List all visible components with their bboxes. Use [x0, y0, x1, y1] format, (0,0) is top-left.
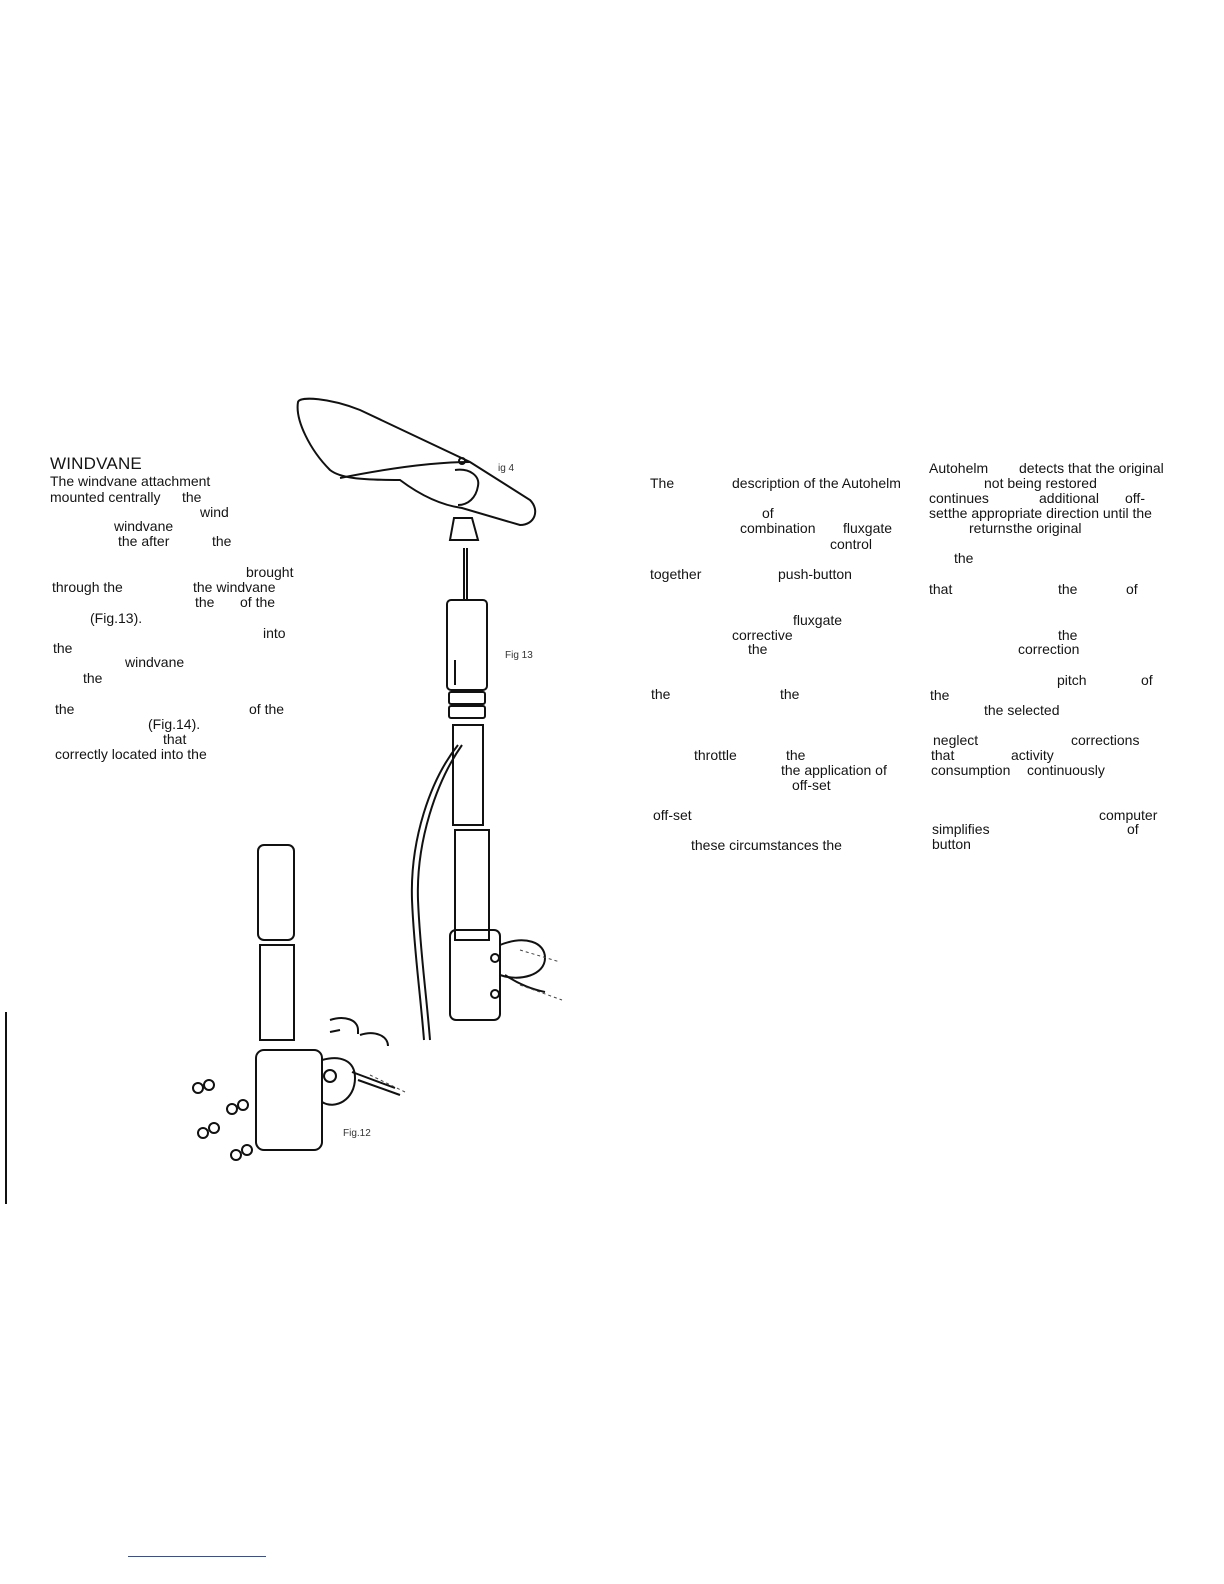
body-text: (Fig.13). — [90, 610, 143, 626]
middle-tube — [452, 724, 484, 826]
body-text: simplifies — [932, 821, 990, 837]
body-text: the — [786, 747, 806, 763]
body-text: corrective — [732, 627, 793, 643]
body-text: (Fig.14). — [148, 716, 201, 732]
body-text: the selected — [984, 702, 1060, 718]
body-text: throttle — [694, 747, 737, 763]
lower-tube — [454, 829, 490, 941]
body-text: the application of — [781, 762, 887, 778]
body-text: the — [780, 686, 800, 702]
body-text: brought — [246, 564, 294, 580]
body-text: mounted centrally — [50, 489, 161, 505]
figure-label-14: ig 4 — [498, 463, 515, 474]
margin-rule — [5, 1012, 7, 1204]
vane-cap — [448, 517, 480, 541]
body-text: the — [53, 640, 73, 656]
body-text: corrections — [1071, 732, 1140, 748]
body-text: detects that the original — [1019, 460, 1164, 476]
body-text: of — [1126, 581, 1138, 597]
body-text: the — [195, 594, 215, 610]
fig12-tube — [257, 844, 295, 941]
body-text: the — [954, 550, 974, 566]
body-text: that — [163, 731, 187, 747]
body-text: the windvane — [193, 579, 276, 595]
body-text: fluxgate — [843, 520, 893, 536]
body-text: these circumstances the — [691, 837, 842, 853]
body-text: of — [1141, 672, 1153, 688]
body-text: off-set — [792, 777, 831, 793]
body-text: the — [748, 641, 768, 657]
body-text: off- — [1125, 490, 1145, 506]
body-text: combination — [740, 520, 816, 536]
vane-pivot — [458, 457, 466, 465]
base-bracket — [449, 929, 501, 1021]
body-text: into — [263, 625, 286, 641]
body-text: the — [83, 670, 103, 686]
body-text: windvane — [125, 654, 185, 670]
section-heading: WINDVANE — [50, 454, 142, 473]
body-text: fluxgate — [793, 612, 843, 628]
body-text: control — [830, 536, 873, 552]
cable — [410, 744, 459, 1041]
body-text: consumption — [931, 762, 1011, 778]
body-text: The — [650, 475, 675, 491]
body-text: of the — [249, 701, 285, 717]
coupling-ring — [448, 691, 486, 705]
body-text: not being restored — [984, 475, 1097, 491]
body-text: correctly located into the — [55, 746, 207, 762]
body-text: through the — [52, 579, 123, 595]
figure-label-13: Fig 13 — [505, 650, 533, 661]
body-text: off-set — [653, 807, 692, 823]
body-text: activity — [1011, 747, 1054, 763]
footer-rule — [128, 1556, 266, 1557]
vane-blade — [296, 397, 537, 527]
body-text: the — [930, 687, 950, 703]
u-bolt — [329, 1017, 359, 1034]
body-text: The windvane attachment — [50, 473, 211, 489]
body-text: the — [55, 701, 75, 717]
body-text: button — [932, 836, 971, 852]
body-text: pitch — [1057, 672, 1087, 688]
body-text: correction — [1018, 641, 1080, 657]
body-text: the after — [118, 533, 170, 549]
body-text: the — [212, 533, 232, 549]
fig12-base — [255, 1049, 323, 1151]
body-text: together — [650, 566, 702, 582]
body-text: neglect — [933, 732, 979, 748]
body-text: computer — [1099, 807, 1158, 823]
body-text: the — [651, 686, 671, 702]
body-text: the original — [1013, 520, 1082, 536]
body-text: of — [762, 505, 774, 521]
nut — [192, 1082, 204, 1094]
body-text: of the — [240, 594, 276, 610]
vane-hub — [454, 468, 480, 506]
body-text: the — [1058, 581, 1078, 597]
vane-blade-edge — [339, 461, 471, 479]
body-text: description of the Autohelm — [732, 475, 901, 491]
figure-label-12: Fig.12 — [343, 1128, 371, 1139]
body-text: windvane — [114, 518, 174, 534]
body-text: the — [182, 489, 202, 505]
body-text: push-button — [778, 566, 852, 582]
body-text: additional — [1039, 490, 1099, 506]
body-text: continuously — [1027, 762, 1105, 778]
body-text: the appropriate direction until the — [948, 505, 1152, 521]
body-text: continues — [929, 490, 989, 506]
body-text: of — [1127, 821, 1139, 837]
body-text: returns — [969, 520, 1013, 536]
upper-sleeve — [446, 599, 488, 691]
body-text: set — [929, 505, 948, 521]
body-text: Autohelm — [929, 460, 989, 476]
body-text: that — [931, 747, 955, 763]
body-text: wind — [200, 504, 229, 520]
body-text: the — [1058, 627, 1078, 643]
body-text: that — [929, 581, 953, 597]
